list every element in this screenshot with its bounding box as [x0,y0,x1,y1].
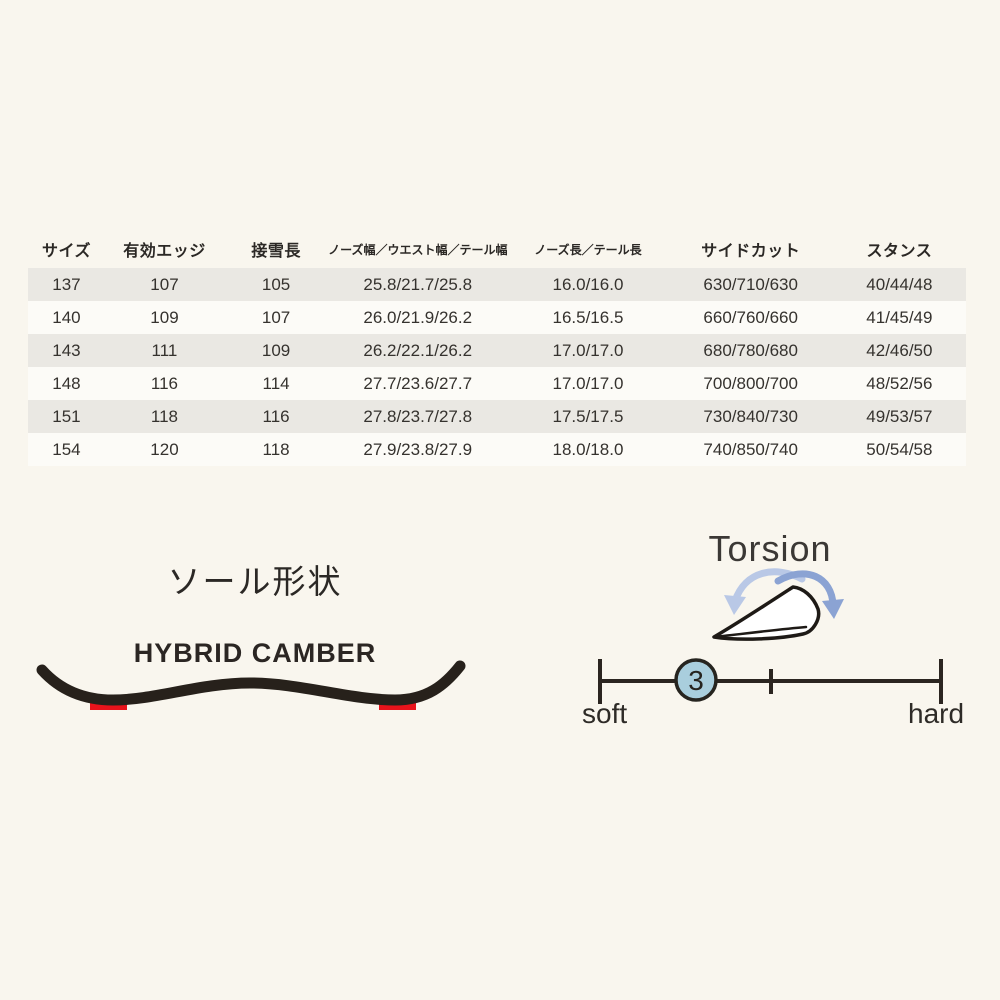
table-row: 151 118 116 27.8/23.7/27.8 17.5/17.5 730/840/… [28,400,966,433]
cell-r4-c2: 116 [262,406,290,426]
cell-r1-c2: 107 [261,307,291,327]
table-row: 140 109 107 26.0/21.9/26.2 16.5/16.5 660/760/… [28,301,966,334]
torsion-twist-illustration [712,568,844,641]
cell-r2-c4: 17.0/17.0 [552,340,624,360]
cell-r5-c0: 154 [52,439,81,459]
twist-arrow-right-head [822,599,844,619]
torsion-value-text: 3 [688,665,704,696]
cell-r3-c4: 17.0/17.0 [552,373,624,393]
cell-r4-c6: 49/53/57 [866,406,933,426]
spec-table: サイズ 有効エッジ 接雪長 ノーズ幅／ウエスト幅／テール幅 ノーズ長／テール長 サイドカッ… [28,230,966,466]
cell-r3-c2: 114 [262,373,290,393]
twist-arrow-right [774,570,837,609]
cell-r5-c1: 120 [150,439,179,459]
column-header-3: ノーズ幅／ウエスト幅／テール幅 [328,242,508,257]
twist-arrow-left-head [724,595,746,615]
cell-r0-c3: 25.8/21.7/25.8 [363,274,473,294]
board-profile-curve [36,660,466,706]
camber-profile-illustration [36,660,466,710]
cell-r4-c3: 27.8/23.7/27.8 [363,406,473,426]
cell-r4-c1: 118 [150,406,179,426]
scale-label-soft: soft [582,698,628,729]
cell-r1-c5: 660/760/660 [703,307,798,327]
cell-r5-c6: 50/54/58 [866,439,933,459]
cell-r3-c1: 116 [150,373,179,393]
cell-r3-c0: 148 [52,373,81,393]
cell-r5-c4: 18.0/18.0 [552,439,624,459]
column-header-2: 接雪長 [251,243,301,260]
cell-r2-c1: 111 [151,340,178,360]
cell-r4-c0: 151 [52,406,81,426]
header-row: サイズ 有効エッジ 接雪長 ノーズ幅／ウエスト幅／テール幅 ノーズ長／テール長 サイドカッ… [28,230,966,268]
table-row: 143 111 109 26.2/22.1/26.2 17.0/17.0 680/780/… [28,334,966,367]
cell-r1-c0: 140 [52,307,81,327]
twisted-board-shape [712,585,821,641]
torsion-value-marker [674,658,718,702]
column-header-6: スタンス [866,243,933,260]
cell-r0-c1: 107 [150,274,179,294]
cell-r3-c6: 48/52/56 [866,373,933,393]
cell-r2-c2: 109 [261,340,291,360]
cell-r4-c4: 17.5/17.5 [552,406,624,426]
board-crease-line [712,625,808,639]
spec-table-section: サイズ 有効エッジ 接雪長 ノーズ幅／ウエスト幅／テール幅 ノーズ長／テール長 サイドカッ… [28,230,966,466]
torsion-title: Torsion [708,528,832,569]
cell-r0-c0: 137 [52,274,81,294]
cell-r0-c4: 16.0/16.0 [552,274,624,294]
column-header-4: ノーズ長／テール長 [534,242,642,257]
torsion-scale: 3 [598,658,943,704]
sole-shape-title: ソール形状 [167,563,343,600]
spec-table-body: 137 107 105 25.8/21.7/25.8 16.0/16.0 630/710/… [28,268,966,466]
cell-r0-c6: 40/44/48 [866,274,933,294]
scale-label-hard: hard [908,698,965,729]
cell-r1-c4: 16.5/16.5 [552,307,624,327]
column-header-5: サイドカット [701,243,801,260]
table-row: 137 107 105 25.8/21.7/25.8 16.0/16.0 630/710/… [28,268,966,301]
hybrid-camber-label: HYBRID CAMBER [133,638,377,668]
cell-r2-c3: 26.2/22.1/26.2 [363,340,473,360]
cell-r3-c3: 27.7/23.6/27.7 [363,373,473,393]
cell-r5-c3: 27.9/23.8/27.9 [363,439,473,459]
cell-r5-c2: 118 [262,439,290,459]
cell-r2-c0: 143 [52,340,81,360]
column-header-0: サイズ [41,243,91,260]
column-header-1: 有効エッジ [123,243,206,260]
spec-table-header: サイズ 有効エッジ 接雪長 ノーズ幅／ウエスト幅／テール幅 ノーズ長／テール長 サイドカッ… [28,230,966,268]
cell-r5-c5: 740/850/740 [703,439,798,459]
cell-r1-c1: 109 [150,307,179,327]
cell-r4-c5: 730/840/730 [703,406,798,426]
cell-r1-c6: 41/45/49 [866,307,933,327]
table-row: 148 116 114 27.7/23.6/27.7 17.0/17.0 700/800/… [28,367,966,400]
cell-r2-c6: 42/46/50 [866,340,933,360]
table-row: 154 120 118 27.9/23.8/27.9 18.0/18.0 740/850/… [28,433,966,466]
cell-r0-c5: 630/710/630 [703,274,798,294]
cell-r3-c5: 700/800/700 [703,373,798,393]
cell-r0-c2: 105 [261,274,291,294]
cell-r1-c3: 26.0/21.9/26.2 [363,307,473,327]
cell-r2-c5: 680/780/680 [703,340,798,360]
